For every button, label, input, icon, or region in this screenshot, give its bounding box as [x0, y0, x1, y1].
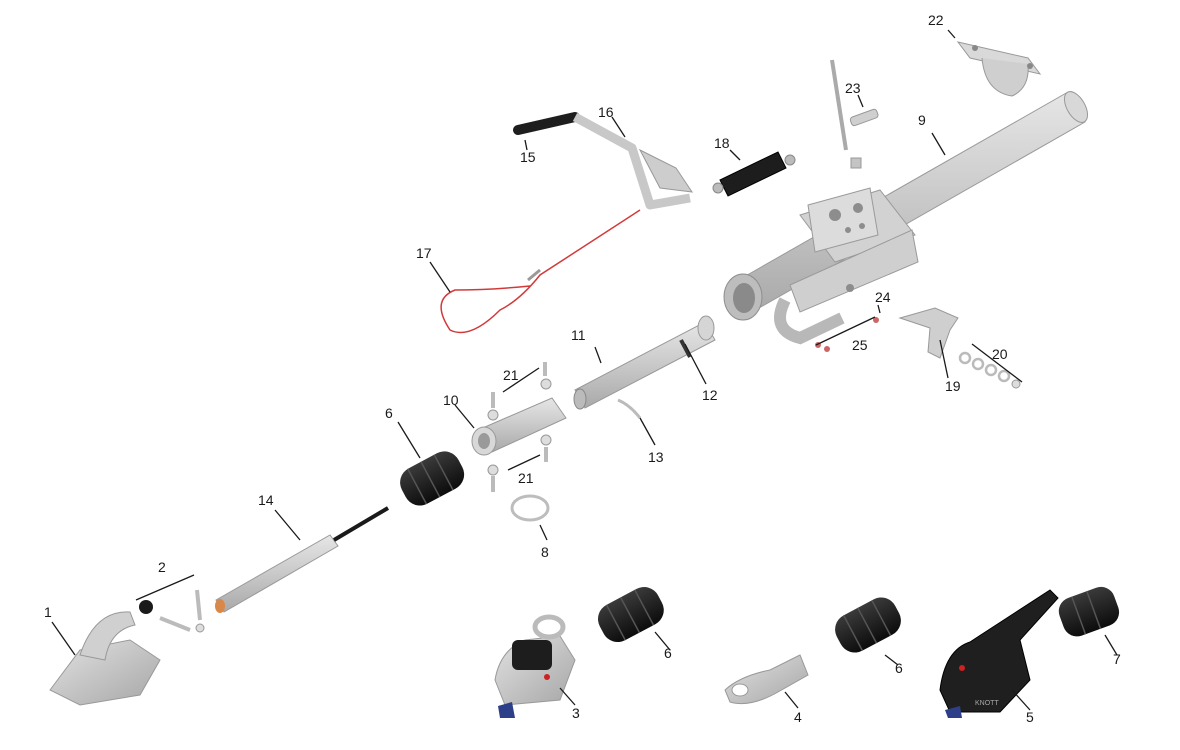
vertical-bolt-sleeve — [830, 59, 879, 169]
leader-lines — [51, 29, 1118, 711]
washer-set — [958, 351, 1021, 389]
callout-17: 17 — [416, 245, 432, 261]
shoe-bracket — [898, 307, 959, 359]
callout-21-upper: 21 — [503, 367, 519, 383]
coupling-bolt-set — [139, 589, 205, 633]
callout-3: 3 — [572, 705, 580, 721]
damper — [712, 151, 796, 197]
callout-24: 24 — [875, 289, 891, 305]
callout-8: 8 — [541, 544, 549, 560]
callout-21-lower: 21 — [518, 470, 534, 486]
handbrake-lever — [513, 112, 694, 210]
breakaway-cable — [440, 209, 641, 334]
callout-23: 23 — [845, 80, 861, 96]
spring-pin — [617, 398, 642, 419]
main-drawbar-tube — [723, 91, 1089, 345]
coupling-sleeve — [471, 397, 567, 456]
callout-25: 25 — [852, 337, 868, 353]
callout-5: 5 — [1026, 709, 1034, 725]
bellows-lower-left — [597, 587, 664, 643]
callout-11: 11 — [571, 327, 586, 343]
callout-13: 13 — [648, 449, 664, 465]
callout-6-lower-right: 6 — [895, 660, 903, 676]
callout-15: 15 — [520, 149, 536, 165]
bellows-with-fitting — [1058, 586, 1120, 637]
callout-20: 20 — [992, 346, 1008, 362]
callout-22: 22 — [928, 12, 944, 28]
coupling-head — [49, 611, 161, 706]
fastener-set — [487, 362, 552, 492]
callout-6-lower-left: 6 — [664, 645, 672, 661]
towing-eye — [724, 654, 809, 705]
callout-19: 19 — [945, 378, 961, 394]
callout-18: 18 — [714, 135, 730, 151]
bellows-lower-right — [835, 597, 901, 653]
callout-1: 1 — [44, 604, 52, 620]
mounting-bracket — [956, 41, 1042, 97]
hose-clamp — [510, 494, 550, 522]
callout-10: 10 — [443, 392, 459, 408]
callout-9: 9 — [918, 112, 926, 128]
small-pin-set — [815, 317, 879, 352]
callout-12: 12 — [702, 387, 718, 403]
bellows-upper — [400, 451, 465, 506]
callout-7: 7 — [1113, 651, 1121, 667]
stabiliser-coupling — [494, 614, 576, 718]
inner-tube — [573, 315, 716, 410]
callout-14: 14 — [258, 492, 274, 508]
covered-coupling: KNOTT — [939, 589, 1059, 718]
brand-mark: KNOTT — [975, 700, 999, 707]
callout-2: 2 — [158, 559, 166, 575]
callout-4: 4 — [794, 709, 802, 725]
callout-labels: 22 23 9 16 15 18 17 24 25 19 20 11 12 10… — [44, 12, 1121, 725]
callout-6-upper: 6 — [385, 405, 393, 421]
callout-16: 16 — [598, 104, 614, 120]
damper-rod — [215, 506, 390, 613]
